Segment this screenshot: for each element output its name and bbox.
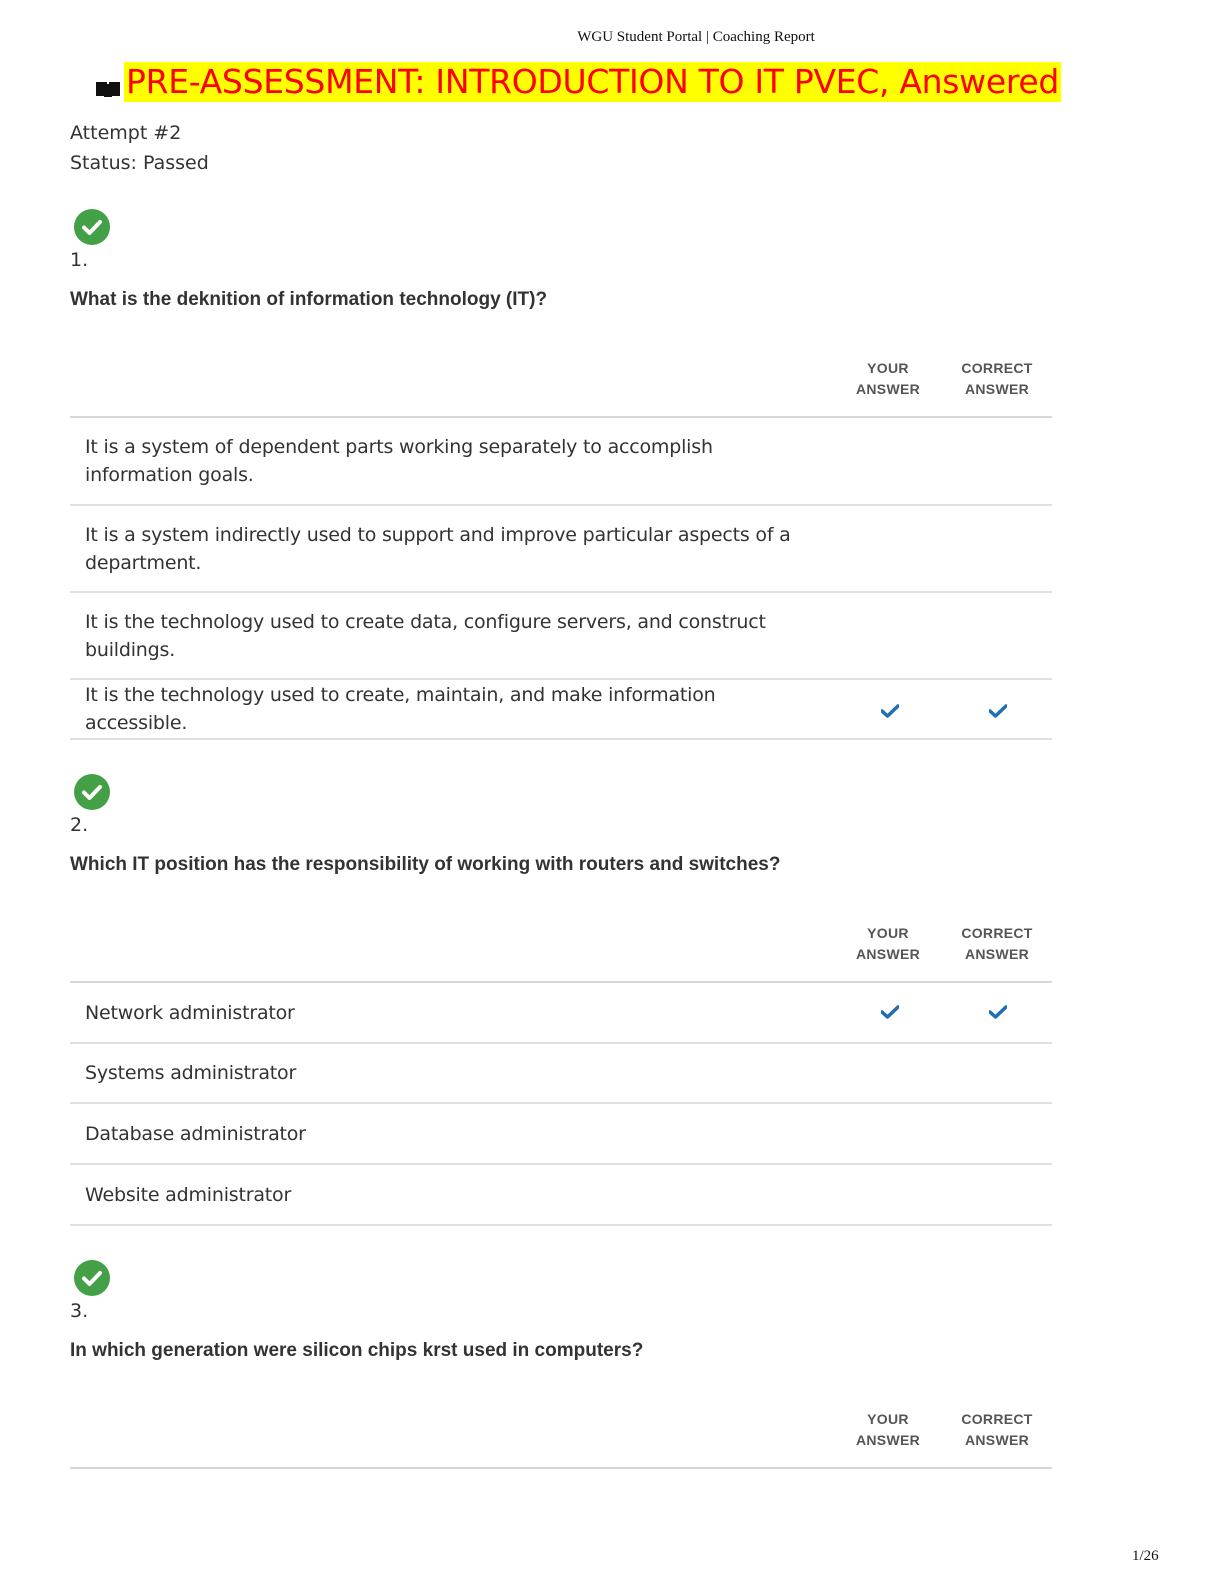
question-text: Which IT position has the responsibility… [70,854,781,875]
answer-row: It is a system of dependent parts workin… [70,418,1052,506]
answer-text: Network administrator [85,1001,295,1024]
your-answer-check-icon [881,704,899,718]
attempt-info: Attempt #2 Status: Passed [70,118,209,178]
book-icon [96,81,120,97]
question-text: In which generation were silicon chips k… [70,1340,644,1361]
page-header: WGU Student Portal | Coaching Report [577,29,815,45]
answer-row: Database administrator [70,1104,1052,1165]
attempt-status: Status: Passed [70,152,209,174]
answer-text: It is the technology used to create data… [85,610,766,661]
answer-text: It is the technology used to create, mai… [85,684,716,734]
question-1: 1. What is the deknition of information … [70,209,1052,740]
check-circle-icon [74,209,110,245]
your-answer-check-icon [881,1004,899,1019]
answer-row: Network administrator [70,983,1052,1044]
answer-row: It is the technology used to create data… [70,593,1052,680]
correct-answer-check-icon [989,1004,1007,1019]
document-title: PRE-ASSESSMENT: INTRODUCTION TO IT PVEC,… [124,62,1062,102]
attempt-label: Attempt #2 [70,122,182,144]
answer-row: Website administrator [70,1165,1052,1226]
answer-text: Systems administrator [85,1062,297,1084]
question-number: 3. [70,1300,89,1322]
check-circle-icon [74,774,110,810]
question-3: 3. In which generation were silicon chip… [70,1260,1052,1469]
answer-text: It is a system of dependent parts workin… [85,436,713,486]
answer-text: It is a system indirectly used to suppor… [85,523,791,574]
answer-text: Database administrator [85,1122,306,1145]
correct-answer-check-icon [989,704,1007,718]
check-circle-icon [74,1260,110,1296]
document-title-row: PRE-ASSESSMENT: INTRODUCTION TO IT PVEC,… [96,62,1062,102]
answer-row: It is the technology used to create, mai… [70,680,1052,740]
question-text: What is the deknition of information tec… [70,289,548,310]
question-number: 2. [70,814,89,836]
answer-row: It is a system indirectly used to suppor… [70,506,1052,593]
answer-row: Systems administrator [70,1044,1052,1104]
page-number: 1/26 [1132,1548,1159,1564]
answer-text: Website administrator [85,1183,292,1206]
question-number: 1. [70,249,89,271]
question-2: 2. Which IT position has the responsibil… [70,774,1052,1226]
